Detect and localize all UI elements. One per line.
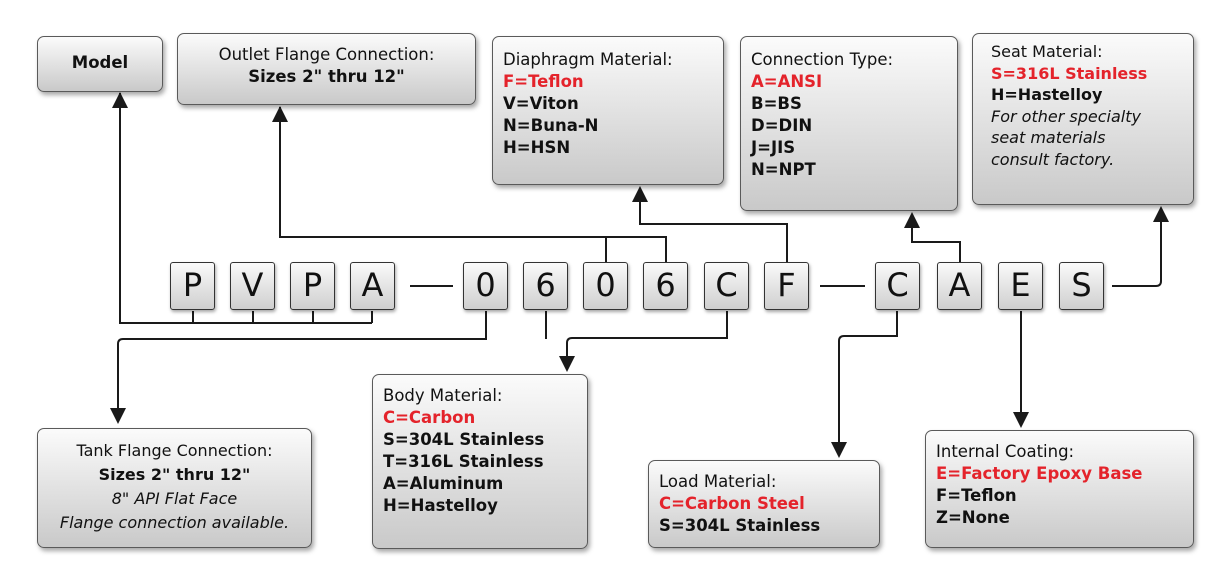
- code-digit-0-second: 0: [583, 262, 628, 310]
- tank-connector: [117, 311, 487, 418]
- diaphragm-option: F=Teflon: [503, 72, 584, 91]
- load-option: S=304L Stainless: [659, 516, 821, 535]
- code-digit-6-first: 6: [523, 262, 568, 310]
- body-option: C=Carbon: [383, 408, 476, 427]
- body-title: Body Material:: [383, 386, 503, 405]
- code-letter-p2: P: [290, 262, 335, 310]
- outlet-flange-box: Outlet Flange Connection: Sizes 2" thru …: [177, 33, 476, 105]
- coating-option: Z=None: [936, 508, 1010, 527]
- body-connector: [566, 311, 728, 367]
- internal-coating-box: Internal Coating: E=Factory Epoxy Base F…: [925, 430, 1194, 548]
- seat-material-box: Seat Material: S=316L Stainless H=Hastel…: [972, 33, 1194, 205]
- load-title: Load Material:: [659, 472, 777, 491]
- code-digit-0-first: 0: [463, 262, 508, 310]
- tank-flange-note: 8" API Flat Face: [111, 489, 238, 508]
- coating-title: Internal Coating:: [936, 442, 1075, 461]
- code-letter-a-connection: A: [937, 262, 982, 310]
- outlet-flange-sizes: Sizes 2" thru 12": [248, 67, 405, 86]
- seat-note: For other specialty: [991, 106, 1141, 126]
- seat-note: seat materials: [991, 128, 1106, 147]
- connection-title: Connection Type:: [751, 50, 894, 69]
- code-letter-f: F: [764, 262, 809, 310]
- connection-option: A=ANSI: [751, 72, 823, 91]
- diaphragm-connector: [639, 188, 788, 262]
- diaphragm-option: N=Buna-N: [503, 116, 599, 135]
- connection-option: N=NPT: [751, 160, 816, 179]
- load-connector: [838, 311, 898, 452]
- connection-option: D=DIN: [751, 116, 813, 135]
- connection-connector: [911, 214, 961, 262]
- coating-option: F=Teflon: [936, 486, 1017, 505]
- diaphragm-title: Diaphragm Material:: [503, 50, 673, 69]
- diaphragm-option: H=HSN: [503, 138, 571, 157]
- body-material-box: Body Material: C=Carbon S=304L Stainless…: [372, 374, 588, 549]
- load-option: C=Carbon Steel: [659, 494, 805, 513]
- tank-flange-sizes: Sizes 2" thru 12": [98, 465, 251, 484]
- code-letter-c-body: C: [704, 262, 749, 310]
- seat-note: consult factory.: [991, 149, 1115, 169]
- diaphragm-option: V=Viton: [503, 94, 579, 113]
- tank-flange-title: Tank Flange Connection:: [76, 441, 273, 460]
- code-letter-a1: A: [350, 262, 395, 310]
- code-letter-v: V: [230, 262, 275, 310]
- model-connector: [119, 93, 372, 324]
- tank-flange-box: Tank Flange Connection: Sizes 2" thru 12…: [37, 428, 312, 548]
- load-material-box: Load Material: C=Carbon Steel S=304L Sta…: [648, 460, 880, 548]
- coating-option: E=Factory Epoxy Base: [936, 464, 1143, 483]
- seat-option: S=316L Stainless: [991, 63, 1148, 83]
- model-box: Model: [37, 36, 163, 92]
- tank-flange-note: Flange connection available.: [59, 513, 290, 532]
- connection-option: B=BS: [751, 94, 802, 113]
- body-option: T=316L Stainless: [383, 452, 544, 471]
- code-letter-e: E: [998, 262, 1043, 310]
- code-letter-c-load: C: [875, 262, 920, 310]
- body-option: A=Aluminum: [383, 474, 504, 493]
- body-option: S=304L Stainless: [383, 430, 545, 449]
- diaphragm-material-box: Diaphragm Material: F=Teflon V=Viton N=B…: [492, 36, 724, 185]
- seat-connector: [1112, 208, 1162, 287]
- connection-option: J=JIS: [751, 138, 796, 157]
- code-letter-p1: P: [170, 262, 215, 310]
- seat-title: Seat Material:: [991, 42, 1103, 61]
- outlet-connector: [279, 107, 667, 262]
- connection-type-box: Connection Type: A=ANSI B=BS D=DIN J=JIS…: [740, 36, 958, 211]
- code-letter-s: S: [1059, 262, 1104, 310]
- body-option: H=Hastelloy: [383, 496, 498, 515]
- code-digit-6-second: 6: [643, 262, 688, 310]
- model-title: Model: [71, 53, 129, 72]
- outlet-flange-title: Outlet Flange Connection:: [218, 45, 435, 64]
- seat-option: H=Hastelloy: [991, 85, 1103, 104]
